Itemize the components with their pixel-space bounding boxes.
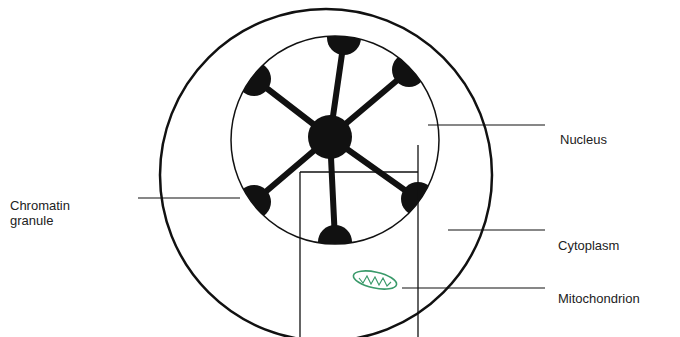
chromatin-granules [237, 21, 435, 259]
part-label: Mitochondrion [558, 291, 673, 306]
leader-lines [138, 125, 545, 288]
nucleus-outline [231, 36, 439, 244]
part-label: Nucleus [560, 132, 670, 147]
part-label: Chromatin granule [10, 198, 80, 228]
central-body [308, 115, 352, 159]
zoom-frame [300, 145, 418, 337]
mitochondrion-symbol [352, 268, 398, 293]
part-label: Cytoplasm [558, 238, 673, 253]
